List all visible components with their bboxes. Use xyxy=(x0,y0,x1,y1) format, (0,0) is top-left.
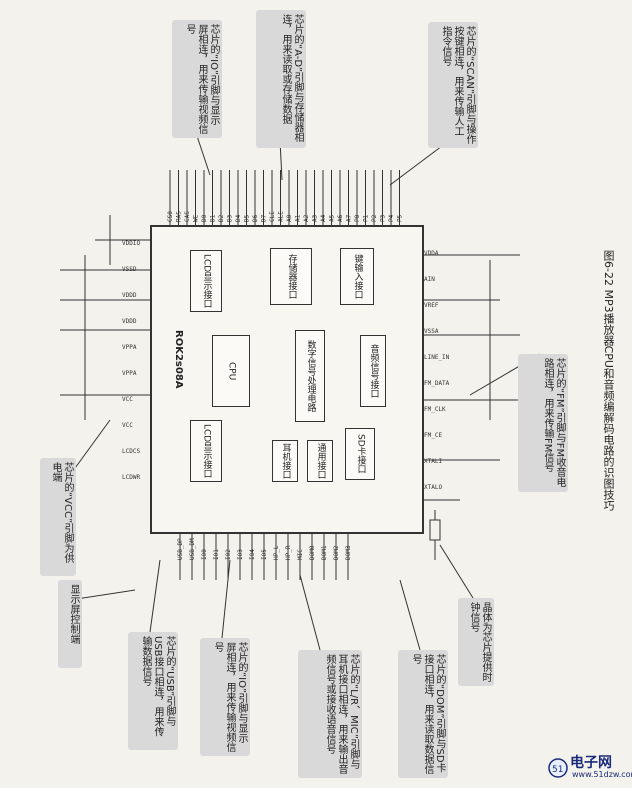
pin-label-top: P4 xyxy=(388,214,395,222)
pin-label-right: VREF xyxy=(424,302,439,309)
pin-label-top: A3 xyxy=(312,214,319,222)
pin-label-top: P3 xyxy=(380,214,387,222)
annotation-dom: 芯片的“DOM”引脚与SD卡接口相连，用来读取数据信号 xyxy=(398,650,448,778)
pin-label-top: P2 xyxy=(371,214,378,222)
pin-label-bottom: IO0 xyxy=(201,549,208,560)
memory-interface-block: 存储器接口 xyxy=(270,248,312,305)
pin-label-left: VSSD xyxy=(122,266,137,273)
pin-label-top: D2 xyxy=(218,214,225,222)
pin-label-top: D1 xyxy=(210,214,217,222)
pin-label-top: A2 xyxy=(303,214,310,222)
figure-caption: 图6-22 MP3播放器CPU和音频编解码电路的识图技巧 xyxy=(602,250,615,511)
earphone-interface-block: 耳机接口 xyxy=(272,440,298,482)
lcd-interface-block-top: LCD显示接口 xyxy=(190,250,222,312)
pin-label-right: FM_CLK xyxy=(424,406,446,413)
pin-label-top: CLE xyxy=(269,211,276,222)
pin-label-bottom: DOM1 xyxy=(321,545,328,560)
pin-label-bottom: IO4 xyxy=(249,549,256,560)
pin-label-right: FM_CE xyxy=(424,432,442,439)
annotation-ad: 芯片的“A-D”引脚与存储器相连，用来读取或存储数据 xyxy=(256,10,306,148)
sd-card-interface-block: SD卡接口 xyxy=(345,428,375,480)
pin-label-top: A7 xyxy=(346,214,353,222)
pin-label-top: D0 xyxy=(201,214,208,222)
annotation-fm: 芯片的“FM”引脚与FM收音电路相连，用来传输FM信号 xyxy=(518,354,568,492)
usb-interface-block: 通用接口 xyxy=(307,440,333,482)
watermark-brand: 电子网 xyxy=(570,755,612,771)
pin-label-top: CS0 xyxy=(167,211,174,222)
chip-part-number: ROK2s08A xyxy=(173,330,184,389)
annotation-vcc: 芯片的“VCC”引脚为供电端 xyxy=(40,458,76,576)
pin-label-bottom: DOM2 xyxy=(333,545,340,560)
pin-label-top: ALE xyxy=(278,211,285,222)
pin-label-bottom: HP_R xyxy=(285,545,292,560)
pin-label-top: A6 xyxy=(337,214,344,222)
annotation-io-top: 芯片的“IO”引脚与显示屏相连，用来传输视频信号 xyxy=(172,20,222,138)
pin-label-top: P5 xyxy=(397,214,404,222)
pin-label-right: VSSA xyxy=(424,328,439,335)
pin-label-left: VPPA xyxy=(122,344,137,351)
annotation-crystal: 晶体为芯片提供时钟信号 xyxy=(458,598,494,686)
pin-label-top: A1 xyxy=(295,214,302,222)
pin-label-bottom: MIC xyxy=(297,549,304,560)
pin-label-bottom: IO3 xyxy=(237,549,244,560)
pin-label-bottom: IO1 xyxy=(213,549,220,560)
pin-label-top: CAS xyxy=(184,211,191,222)
cpu-block: CPU xyxy=(212,335,250,407)
pin-label-left: LCDCS xyxy=(122,448,140,455)
key-input-block: 键输入接口 xyxy=(340,248,374,305)
watermark-mark: 51 xyxy=(552,765,563,775)
annotation-io-bottom: 芯片的“IO”引脚与显示屏相连，用来传输视频信号 xyxy=(200,638,250,756)
pin-label-left: VCC xyxy=(122,396,133,403)
pin-label-top: D3 xyxy=(227,214,234,222)
watermark-url: www.51dzw.com xyxy=(572,770,632,779)
watermark-logo-icon: 51 xyxy=(548,758,568,778)
pin-label-top: P0 xyxy=(354,214,361,222)
annotation-lcd-control: 显示屏控制端 xyxy=(58,580,82,668)
pin-label-top: D4 xyxy=(235,214,242,222)
pin-label-top: A4 xyxy=(320,214,327,222)
pin-label-left: VPPA xyxy=(122,370,137,377)
pin-label-top: A0 xyxy=(286,214,293,222)
pin-label-top: D5 xyxy=(244,214,251,222)
lcd-interface-block-bottom: LCD显示接口 xyxy=(190,420,222,482)
pin-label-right: VDDA xyxy=(424,250,439,257)
pin-label-bottom: HP_L xyxy=(273,545,280,560)
pin-label-right: AIN xyxy=(424,276,435,283)
pin-label-top: D7 xyxy=(261,214,268,222)
pin-label-right: XTALI xyxy=(424,458,442,465)
annotation-lr-mic: 芯片的“L/R、MIC”引脚与耳机接口相连，用来输出音频信号或接收语音信号 xyxy=(298,650,362,778)
pin-label-top: D6 xyxy=(252,214,259,222)
pin-label-top: WE xyxy=(193,214,200,222)
pin-label-right: FM_DATA xyxy=(424,380,450,387)
audio-interface-block: 音频信号接口 xyxy=(360,335,386,407)
annotation-scan: 芯片的“SCAN”引脚与操作按键相连，用来传输人工指令信号 xyxy=(428,22,478,148)
pin-label-top: RAS xyxy=(176,211,183,222)
pin-label-bottom: USB_DM xyxy=(189,538,196,560)
pin-label-left: VDDIO xyxy=(122,240,140,247)
pin-label-right: XTALO xyxy=(424,484,442,491)
pin-label-top: A5 xyxy=(329,214,336,222)
pin-label-bottom: IO2 xyxy=(225,549,232,560)
pin-label-bottom: DOM0 xyxy=(309,545,316,560)
pin-label-right: LINE_IN xyxy=(424,354,450,361)
annotation-usb: 芯片的“USB”引脚与USB接口相连，用来传输数据信号 xyxy=(128,632,178,750)
pin-label-left: VDDD xyxy=(122,292,137,299)
pin-label-left: VDDD xyxy=(122,318,137,325)
pin-label-left: VCC xyxy=(122,422,133,429)
dsp-block: 数字信号处理电路 xyxy=(295,330,325,422)
pin-label-bottom: DOM3 xyxy=(345,545,352,560)
pin-label-left: LCDWR xyxy=(122,474,140,481)
pin-label-bottom: USB_DP xyxy=(177,538,184,560)
pin-label-top: P1 xyxy=(363,214,370,222)
pin-label-bottom: IO5 xyxy=(261,549,268,560)
